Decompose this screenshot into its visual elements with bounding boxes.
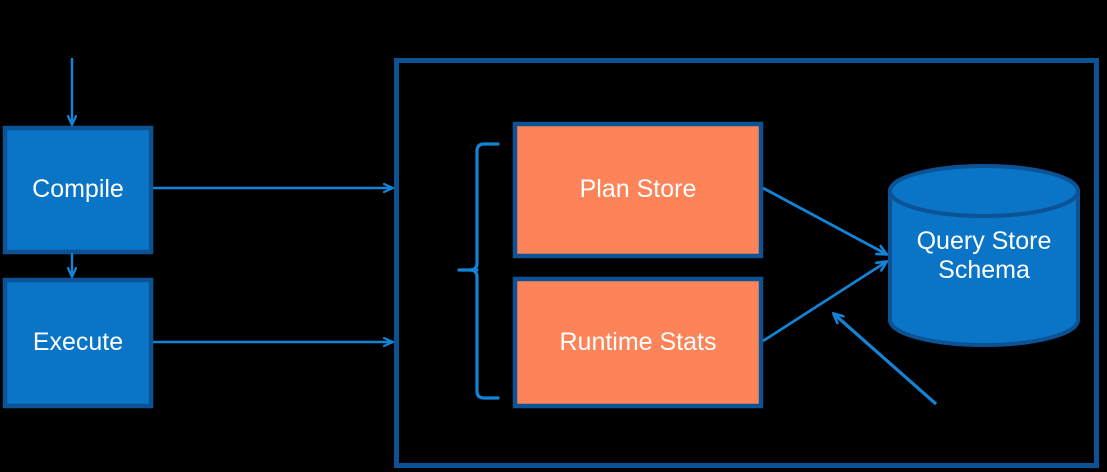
node-query-store-schema[interactable] — [888, 164, 1080, 347]
node-execute[interactable] — [2, 277, 154, 409]
edge-runtime-schema — [762, 260, 889, 343]
query-store-boundary — [394, 58, 1099, 468]
edge-external-schema — [831, 312, 938, 406]
node-plan-store[interactable] — [512, 121, 764, 259]
node-compile[interactable] — [2, 125, 154, 255]
edge-planstore-schema — [762, 186, 889, 256]
node-runtime-stats[interactable] — [512, 276, 764, 409]
